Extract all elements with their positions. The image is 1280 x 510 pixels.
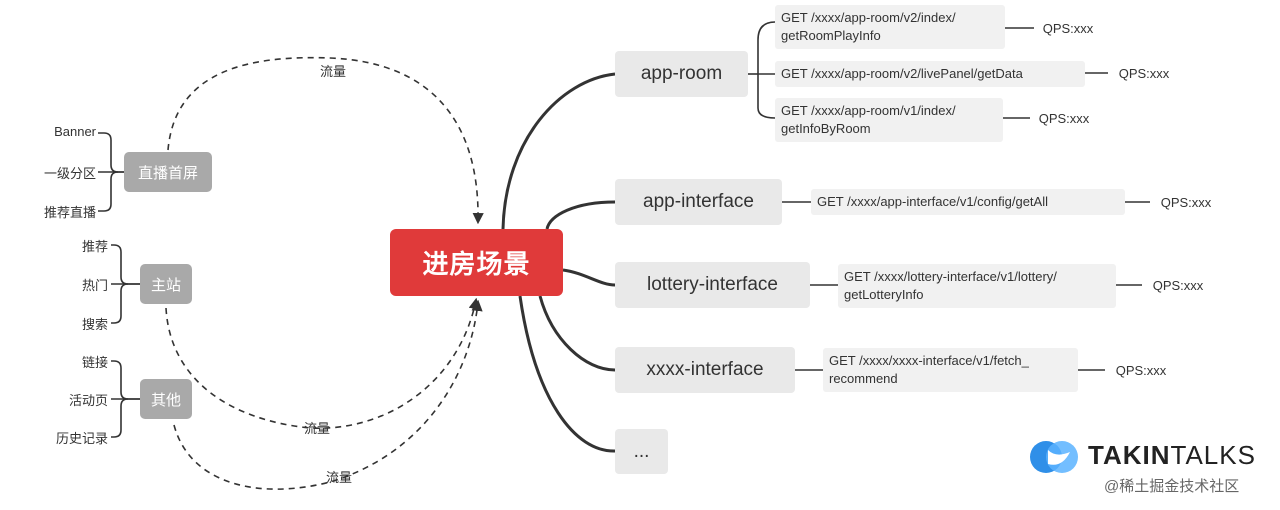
leaf-primary-category: 一级分区 [43, 166, 96, 181]
center-topic: 进房场景 [390, 229, 563, 296]
flow-arrow-middle [165, 297, 480, 429]
service-lottery-interface: lottery-interface [615, 262, 810, 308]
leaf-history: 历史记录 [55, 431, 108, 446]
endpoint-app-room-3: GET /xxxx/app-room/v1/index/ getInfoByRo… [775, 98, 1003, 142]
flow-label-bottom: 流量 [326, 470, 353, 485]
bracket-main-site [111, 244, 140, 324]
brand-name: TAKINTALKS [1088, 440, 1256, 471]
leaf-link: 链接 [81, 355, 108, 370]
bracket-live-home [98, 132, 124, 212]
qps-app-room-3: QPS:xxx [1038, 110, 1090, 126]
flow-arrow-top [167, 56, 484, 225]
leaf-activity-page: 活动页 [68, 393, 108, 408]
brand-name-light: TALKS [1170, 440, 1256, 470]
qps-app-room-2: QPS:xxx [1118, 65, 1170, 81]
center-branches [501, 72, 616, 453]
qps-app-interface-1: QPS:xxx [1160, 194, 1212, 210]
leaf-recommend: 推荐 [81, 239, 108, 254]
brand-subtitle: @稀土掘金技术社区 [1104, 478, 1240, 495]
leaf-banner: Banner [54, 124, 96, 139]
endpoint-app-room-2: GET /xxxx/app-room/v2/livePanel/getData [775, 61, 1085, 87]
bracket-other [111, 360, 140, 438]
service-xxxx-interface: xxxx-interface [615, 347, 795, 393]
qps-lottery-interface-1: QPS:xxx [1152, 277, 1204, 293]
brand-name-bold: TAKIN [1088, 440, 1171, 470]
flow-arrow-bottom [173, 299, 483, 490]
endpoint-xxxx-interface-1: GET /xxxx/xxxx-interface/v1/fetch_ recom… [823, 348, 1078, 392]
category-live-home: 直播首屏 [124, 152, 212, 192]
brand-logo-icon [1030, 441, 1078, 473]
category-main-site: 主站 [140, 264, 192, 304]
leaf-recommended-live: 推荐直播 [43, 205, 96, 220]
endpoint-app-room-1: GET /xxxx/app-room/v2/index/ getRoomPlay… [775, 5, 1005, 49]
qps-app-room-1: QPS:xxx [1042, 20, 1094, 36]
service-more: ... [615, 429, 668, 474]
qps-xxxx-interface-1: QPS:xxx [1115, 362, 1167, 378]
flow-label-top: 流量 [320, 64, 347, 79]
leaf-hot: 热门 [81, 278, 108, 293]
service-app-room: app-room [615, 51, 748, 97]
endpoint-lottery-interface-1: GET /xxxx/lottery-interface/v1/lottery/ … [838, 264, 1116, 308]
category-other: 其他 [140, 379, 192, 419]
leaf-search: 搜索 [81, 317, 108, 332]
qps-connectors [782, 27, 1150, 371]
endpoint-app-interface-1: GET /xxxx/app-interface/v1/config/getAll [811, 189, 1125, 215]
flow-label-middle: 流量 [304, 421, 331, 436]
app-room-branches [748, 21, 776, 119]
service-app-interface: app-interface [615, 179, 782, 225]
